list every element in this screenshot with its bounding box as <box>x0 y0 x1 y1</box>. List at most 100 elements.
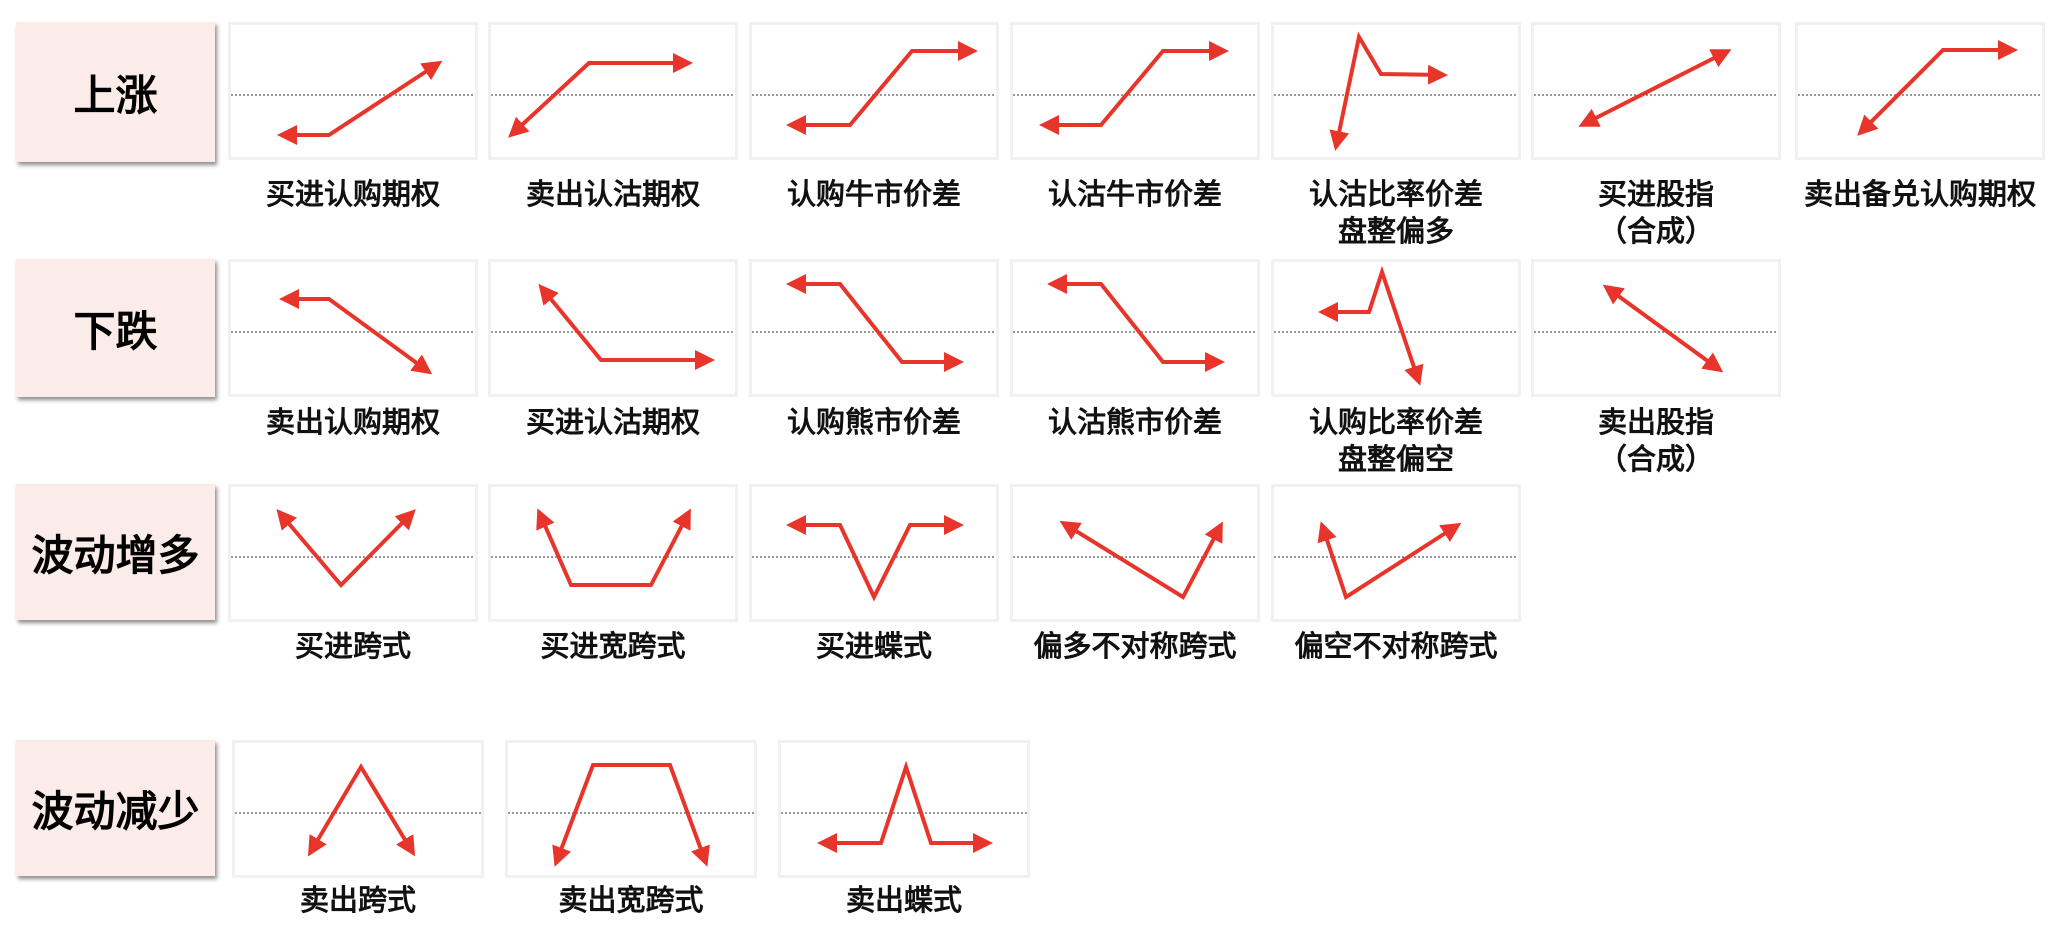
bull-put-spread-payoff-card <box>1010 22 1260 160</box>
label-line: 盘整偏多 <box>1337 214 1454 248</box>
payoff-arrow <box>1318 265 1424 386</box>
payoff-arrow <box>1047 274 1225 372</box>
bullish-asymmetric-straddle-label: 偏多不对称跨式 <box>985 628 1285 665</box>
label-line: 认购牛市价差 <box>786 177 961 211</box>
long-butterfly-payoff-diagram <box>752 515 996 602</box>
short-butterfly-payoff-diagram <box>781 760 1027 853</box>
short-straddle-payoff-diagram <box>235 763 481 857</box>
long-synthetic-index-label: 买进股指（合成） <box>1506 176 1806 250</box>
bear-call-spread-label: 认购熊市价差 <box>724 404 1024 441</box>
call-ratio-spread-payoff-diagram <box>1274 265 1518 386</box>
payoff-arrow <box>307 763 416 857</box>
short-put-payoff-diagram <box>491 53 735 138</box>
label-line: 卖出跨式 <box>299 883 416 917</box>
long-put-payoff-diagram <box>491 283 735 370</box>
bullish-asymmetric-straddle-payoff-card <box>1010 484 1260 622</box>
payoff-arrow <box>1578 49 1732 127</box>
bull-call-spread-payoff-diagram <box>752 41 996 135</box>
label-line: 盘整偏空 <box>1337 442 1454 476</box>
bull-put-spread-label: 认沽牛市价差 <box>985 176 1285 213</box>
payoff-arrow <box>1857 40 2018 136</box>
category-label: 波动增多 <box>31 530 200 580</box>
label-line: 认沽牛市价差 <box>1047 177 1222 211</box>
label-line: 卖出备兑认购期权 <box>1803 177 2036 211</box>
label-line: 偏多不对称跨式 <box>1033 629 1237 663</box>
payoff-arrow <box>277 60 443 145</box>
payoff-arrow <box>786 41 978 135</box>
short-put-label: 卖出认沽期权 <box>463 176 763 213</box>
label-line: 认沽比率价差 <box>1308 177 1483 211</box>
short-strangle-payoff-card <box>505 740 757 878</box>
label-line: 认沽熊市价差 <box>1047 405 1222 439</box>
category-rising: 上涨 <box>16 22 215 162</box>
long-put-label: 买进认沽期权 <box>463 404 763 441</box>
short-call-label: 卖出认购期权 <box>203 404 503 441</box>
category-volatility-up: 波动增多 <box>16 484 215 620</box>
payoff-arrow <box>1039 41 1229 135</box>
payoff-arrow <box>786 274 964 372</box>
payoff-arrow <box>786 515 964 602</box>
short-synthetic-index-payoff-diagram <box>1534 284 1778 373</box>
short-put-payoff-card <box>488 22 738 160</box>
label-line: （合成） <box>1597 214 1714 248</box>
category-falling: 下跌 <box>16 259 215 397</box>
label-line: 偏空不对称跨式 <box>1294 629 1498 663</box>
label-line: 卖出股指 <box>1597 405 1714 439</box>
label-line: 卖出认沽期权 <box>525 177 700 211</box>
payoff-arrow <box>279 289 433 375</box>
long-straddle-payoff-card <box>228 484 478 622</box>
label-line: 买进认沽期权 <box>525 405 700 439</box>
long-butterfly-label: 买进蝶式 <box>724 628 1024 665</box>
short-call-payoff-card <box>228 259 478 397</box>
label-line: 认购熊市价差 <box>786 405 961 439</box>
payoff-arrow <box>536 508 691 587</box>
long-strangle-payoff-card <box>488 484 738 622</box>
short-call-payoff-diagram <box>231 289 475 375</box>
category-label: 下跌 <box>73 306 158 356</box>
long-strangle-payoff-diagram <box>491 508 735 587</box>
payoff-arrow <box>1317 521 1462 601</box>
short-synthetic-index-label: 卖出股指（合成） <box>1506 404 1806 478</box>
put-ratio-spread-payoff-card <box>1271 22 1521 160</box>
long-strangle-label: 买进宽跨式 <box>463 628 763 665</box>
payoff-arrow <box>1602 284 1724 373</box>
bull-call-spread-label: 认购牛市价差 <box>724 176 1024 213</box>
short-strangle-label: 卖出宽跨式 <box>481 882 781 919</box>
long-synthetic-index-payoff-diagram <box>1534 49 1778 127</box>
call-ratio-spread-payoff-card <box>1271 259 1521 397</box>
short-straddle-payoff-card <box>232 740 484 878</box>
label-line: 买进跨式 <box>294 629 411 663</box>
short-straddle-label: 卖出跨式 <box>208 882 508 919</box>
bear-put-spread-label: 认沽熊市价差 <box>985 404 1285 441</box>
category-label: 上涨 <box>73 70 158 120</box>
long-straddle-label: 买进跨式 <box>203 628 503 665</box>
label-line: 买进股指 <box>1597 177 1714 211</box>
bear-put-spread-payoff-diagram <box>1013 274 1257 372</box>
short-covered-call-payoff-card <box>1795 22 2045 160</box>
put-ratio-spread-payoff-diagram <box>1274 31 1518 151</box>
short-covered-call-payoff-diagram <box>1798 40 2042 136</box>
label-line: 买进蝶式 <box>815 629 932 663</box>
bullish-asymmetric-straddle-payoff-diagram <box>1013 520 1257 600</box>
bull-put-spread-payoff-diagram <box>1013 41 1257 135</box>
long-put-payoff-card <box>488 259 738 397</box>
long-straddle-payoff-diagram <box>231 508 475 588</box>
long-call-payoff-card <box>228 22 478 160</box>
short-butterfly-payoff-card <box>778 740 1030 878</box>
put-ratio-spread-label: 认沽比率价差盘整偏多 <box>1246 176 1546 250</box>
category-label: 波动减少 <box>31 786 200 836</box>
label-line: 认购比率价差 <box>1308 405 1483 439</box>
label-line: 卖出认购期权 <box>265 405 440 439</box>
payoff-arrow <box>1329 31 1448 151</box>
bear-call-spread-payoff-diagram <box>752 274 996 372</box>
short-butterfly-label: 卖出蝶式 <box>754 882 1054 919</box>
long-butterfly-payoff-card <box>749 484 999 622</box>
bear-call-spread-payoff-card <box>749 259 999 397</box>
long-call-label: 买进认购期权 <box>203 176 503 213</box>
call-ratio-spread-label: 认购比率价差盘整偏空 <box>1246 404 1546 478</box>
bearish-asymmetric-straddle-payoff-diagram <box>1274 521 1518 601</box>
bearish-asymmetric-straddle-payoff-card <box>1271 484 1521 622</box>
category-volatility-down: 波动减少 <box>16 740 215 876</box>
label-line: 卖出宽跨式 <box>558 883 704 917</box>
label-line: 买进宽跨式 <box>540 629 686 663</box>
